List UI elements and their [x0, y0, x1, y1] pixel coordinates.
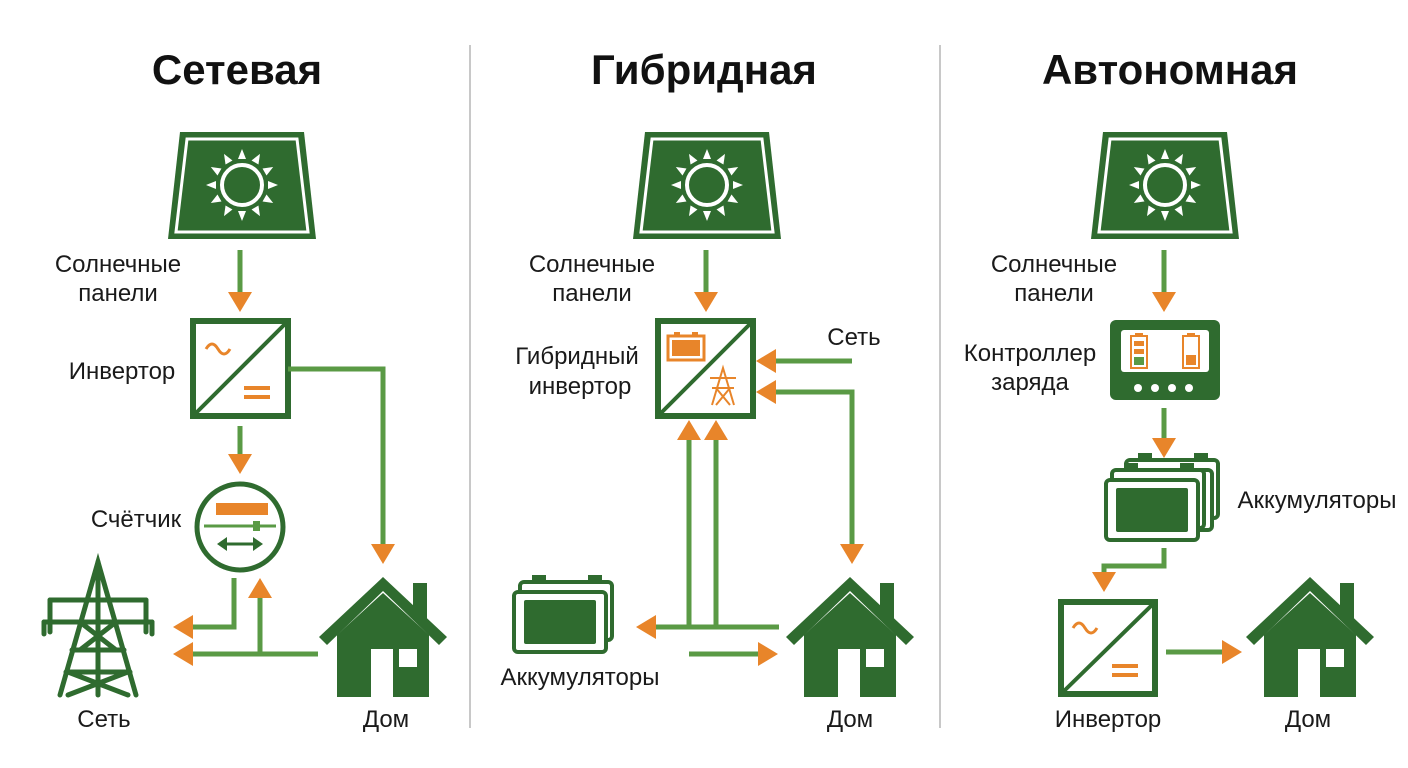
- meter-label: Счётчик: [91, 506, 182, 533]
- inverter-icon: [1058, 599, 1158, 697]
- meter-icon: [194, 481, 286, 573]
- solar-panel-icon: [166, 130, 318, 241]
- house-label: Дом: [1285, 706, 1331, 733]
- column-hybrid: Солнечные панели Гибридный инвертор Сеть: [501, 130, 914, 733]
- controller-label-line2: заряда: [991, 369, 1069, 396]
- batteries-label: Аккумуляторы: [501, 664, 660, 691]
- panels-label-line2: панели: [1014, 280, 1094, 307]
- column-off-grid: Солнечные панели Контроллер заряда: [964, 130, 1397, 733]
- grid-label: Сеть: [827, 324, 880, 351]
- battery-pack-icon: [512, 573, 614, 654]
- grid-label: Сеть: [77, 706, 130, 733]
- power-tower-icon: [41, 552, 155, 698]
- panels-label-line1: Солнечные: [55, 251, 181, 278]
- solar-panel-icon: [1089, 130, 1241, 241]
- hybrid-inverter-label-line1: Гибридный: [515, 343, 638, 370]
- title-grid-tied: Сетевая: [152, 46, 322, 93]
- house-icon: [1246, 577, 1374, 697]
- battery-pack-icon: [1104, 451, 1220, 542]
- inverter-label: Инвертор: [1055, 706, 1162, 733]
- panels-label-line1: Солнечные: [991, 251, 1117, 278]
- hybrid-inverter-icon: [655, 318, 756, 419]
- inverter-icon: [190, 318, 291, 419]
- house-icon: [319, 577, 447, 697]
- controller-label-line1: Контроллер: [964, 340, 1096, 367]
- column-grid-tied: Солнечные панели Инвертор Счётчик: [41, 130, 447, 733]
- hybrid-inverter-label-line2: инвертор: [529, 373, 632, 400]
- title-off-grid: Автономная: [1042, 46, 1298, 93]
- panels-label-line1: Солнечные: [529, 251, 655, 278]
- inverter-label: Инвертор: [69, 358, 176, 385]
- house-label: Дом: [827, 706, 873, 733]
- panels-label-line2: панели: [552, 280, 632, 307]
- house-icon: [786, 577, 914, 697]
- title-hybrid: Гибридная: [591, 46, 817, 93]
- solar-panel-icon: [631, 130, 783, 241]
- charge-controller-icon: [1110, 320, 1220, 400]
- panels-label-line2: панели: [78, 280, 158, 307]
- batteries-label: Аккумуляторы: [1238, 487, 1397, 514]
- house-label: Дом: [363, 706, 409, 733]
